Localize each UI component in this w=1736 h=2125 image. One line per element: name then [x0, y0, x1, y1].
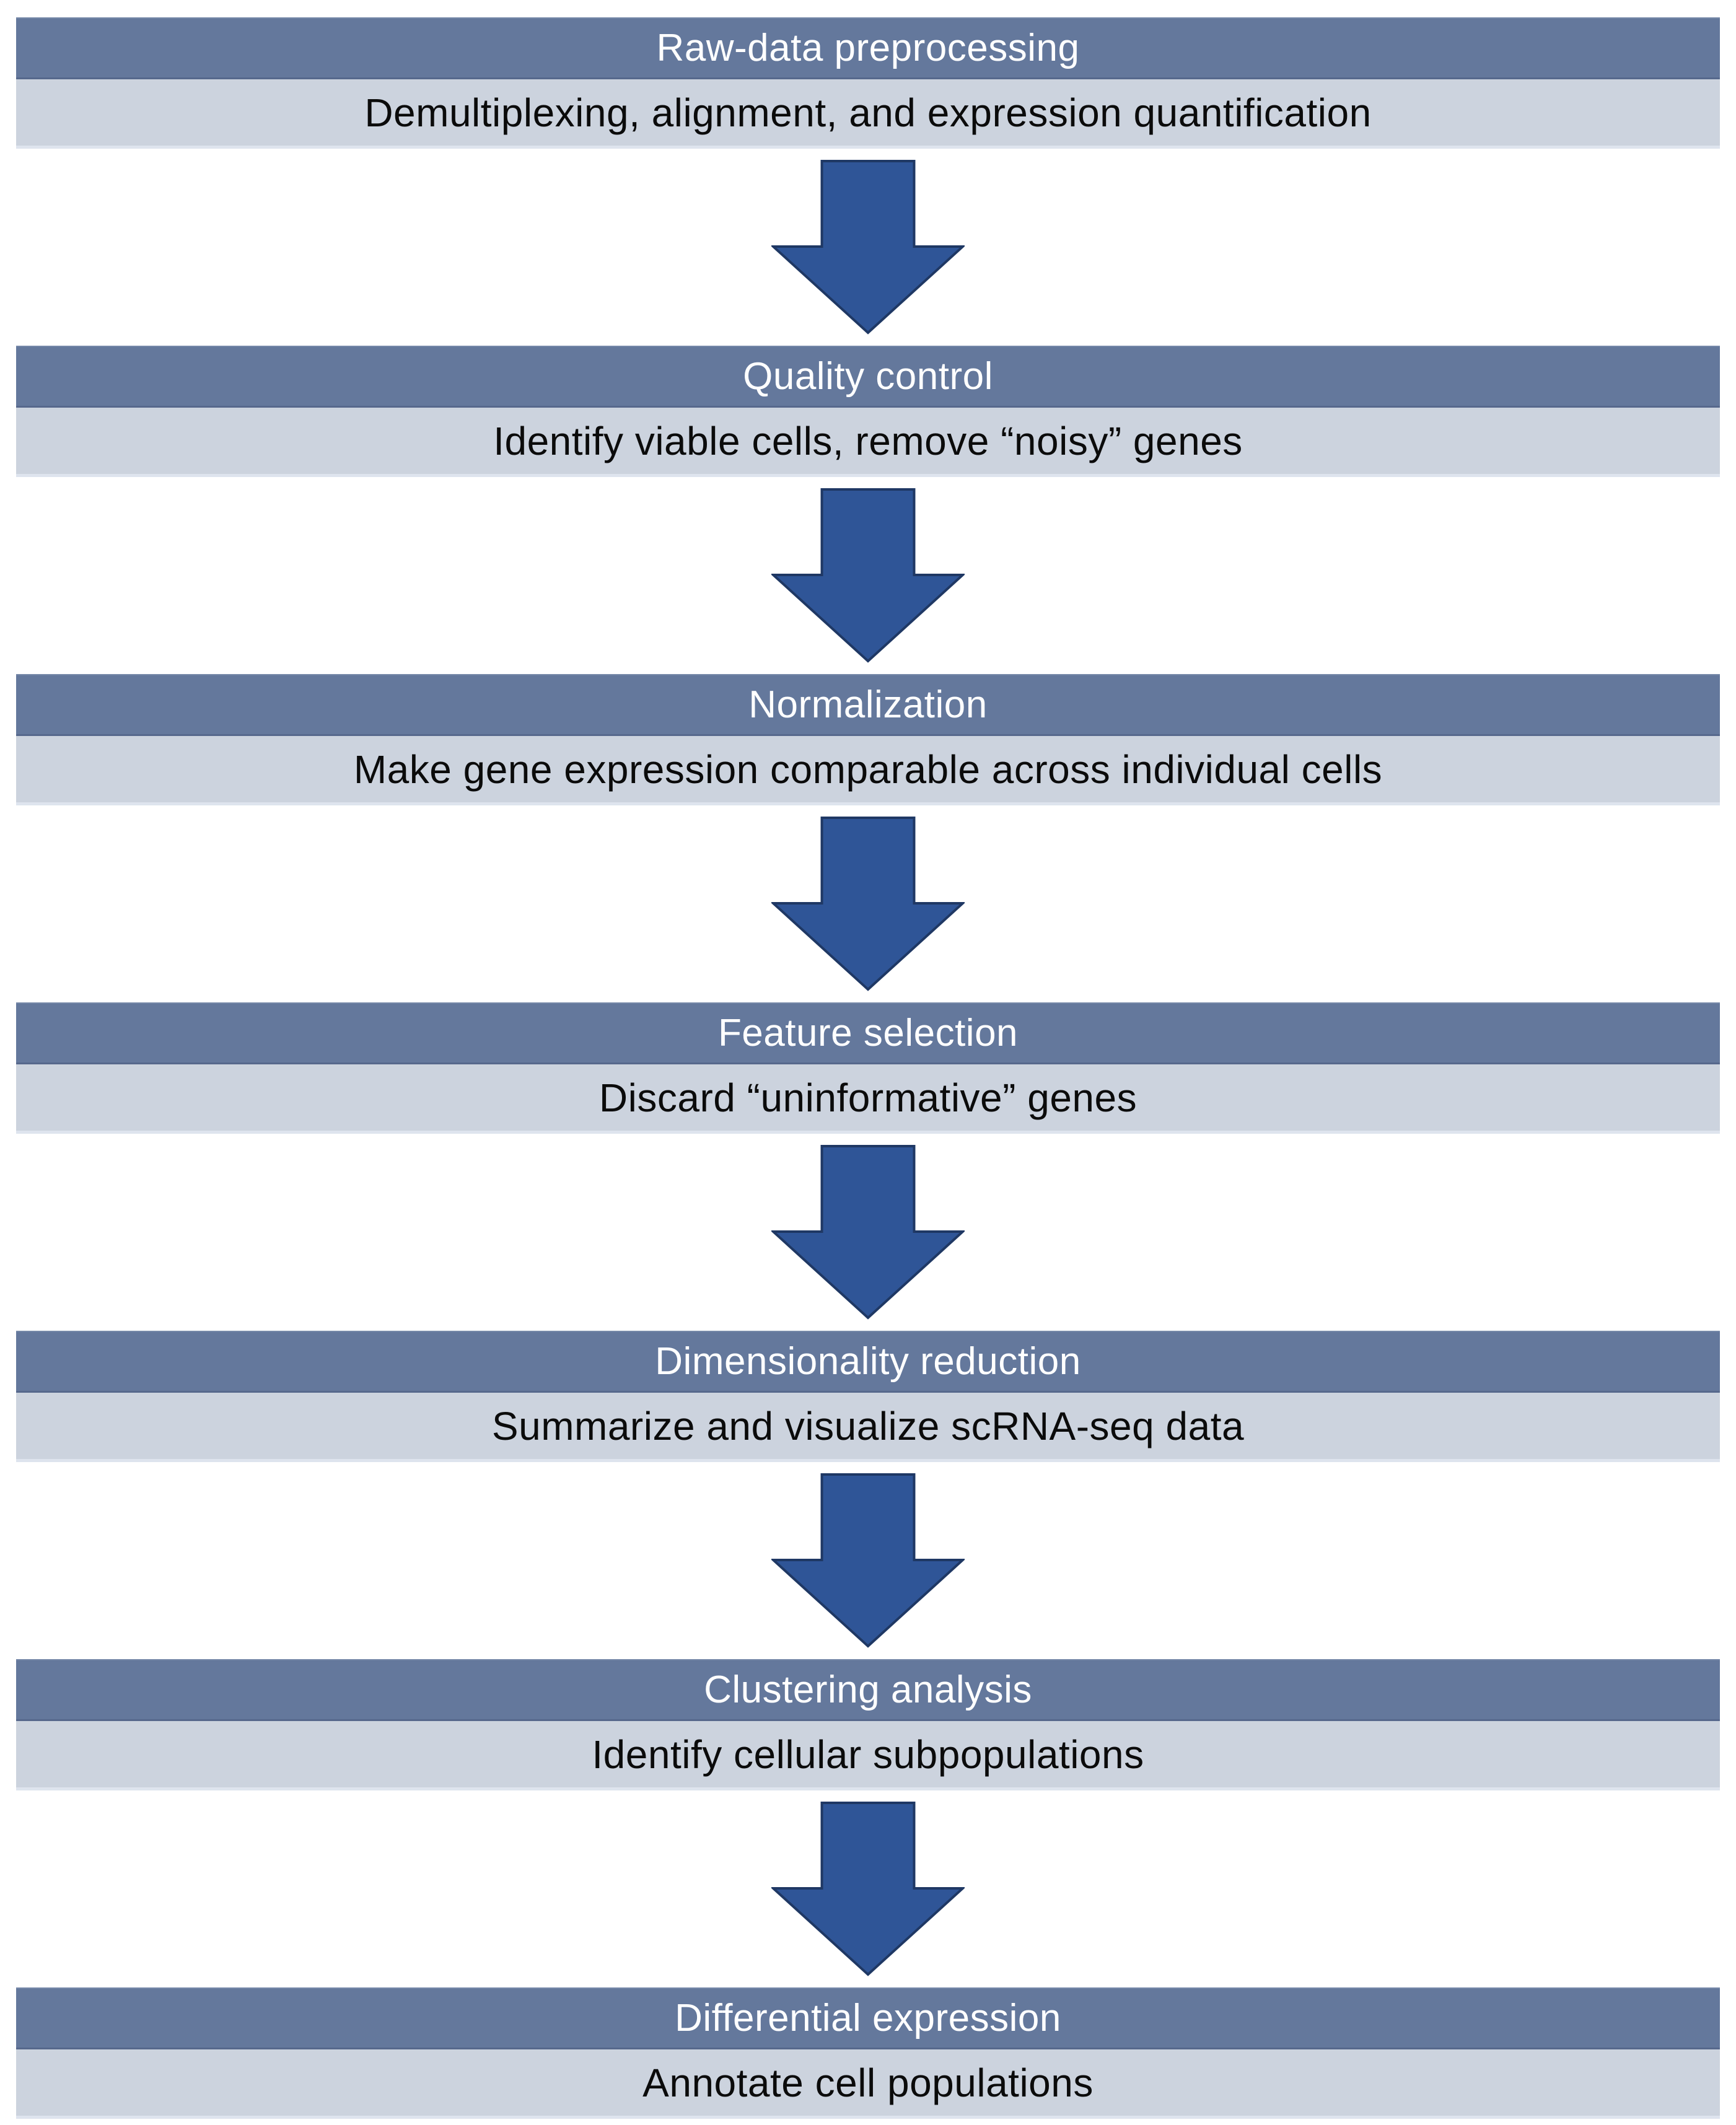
down-arrow-icon — [0, 1134, 1736, 1331]
down-arrow-icon — [0, 477, 1736, 674]
step-title: Normalization — [748, 683, 988, 726]
down-block-arrow-shape — [771, 1802, 965, 1976]
step-title-bar: Clustering analysis — [16, 1659, 1720, 1721]
step-description: Identify viable cells, remove “noisy” ge… — [493, 418, 1243, 463]
down-block-arrow-shape — [771, 488, 965, 663]
down-block-arrow-shape — [771, 817, 965, 991]
step-description-bar: Identify cellular subpopulations — [16, 1721, 1720, 1790]
step-description-bar: Identify viable cells, remove “noisy” ge… — [16, 408, 1720, 477]
step-differential-expression: Differential expression Annotate cell po… — [16, 1987, 1720, 2119]
step-description: Make gene expression comparable across i… — [353, 747, 1383, 792]
step-raw-data-preprocessing: Raw-data preprocessing Demultiplexing, a… — [16, 17, 1720, 149]
step-normalization: Normalization Make gene expression compa… — [16, 674, 1720, 805]
step-description: Annotate cell populations — [642, 2060, 1094, 2105]
step-title: Dimensionality reduction — [655, 1340, 1081, 1383]
step-description: Summarize and visualize scRNA-seq data — [491, 1403, 1245, 1448]
down-arrow-icon — [0, 1790, 1736, 1987]
down-block-arrow-shape — [771, 1145, 965, 1320]
step-clustering-analysis: Clustering analysis Identify cellular su… — [16, 1659, 1720, 1790]
step-description-bar: Discard “uninformative” genes — [16, 1064, 1720, 1134]
step-title-bar: Normalization — [16, 674, 1720, 736]
step-feature-selection: Feature selection Discard “uninformative… — [16, 1002, 1720, 1134]
down-block-arrow-shape — [771, 1473, 965, 1648]
step-description-bar: Annotate cell populations — [16, 2049, 1720, 2119]
step-description-bar: Demultiplexing, alignment, and expressio… — [16, 79, 1720, 149]
step-title-bar: Raw-data preprocessing — [16, 17, 1720, 79]
step-title-bar: Differential expression — [16, 1987, 1720, 2049]
step-title-bar: Dimensionality reduction — [16, 1331, 1720, 1393]
step-description-bar: Make gene expression comparable across i… — [16, 736, 1720, 805]
down-block-arrow-shape — [771, 160, 965, 335]
step-description-bar: Summarize and visualize scRNA-seq data — [16, 1393, 1720, 1462]
step-description: Demultiplexing, alignment, and expressio… — [364, 90, 1372, 135]
step-title: Differential expression — [675, 1997, 1061, 2040]
down-arrow-icon — [0, 149, 1736, 346]
step-title-bar: Feature selection — [16, 1002, 1720, 1064]
step-description: Discard “uninformative” genes — [598, 1075, 1138, 1120]
down-arrow-icon — [0, 805, 1736, 1002]
step-quality-control: Quality control Identify viable cells, r… — [16, 346, 1720, 477]
step-title: Clustering analysis — [704, 1668, 1032, 1711]
down-arrow-icon — [0, 1462, 1736, 1659]
step-dimensionality-reduction: Dimensionality reduction Summarize and v… — [16, 1331, 1720, 1462]
step-title: Quality control — [743, 355, 993, 398]
step-title: Feature selection — [717, 1012, 1019, 1054]
step-title: Raw-data preprocessing — [656, 27, 1080, 69]
step-title-bar: Quality control — [16, 346, 1720, 408]
step-description: Identify cellular subpopulations — [592, 1732, 1144, 1777]
